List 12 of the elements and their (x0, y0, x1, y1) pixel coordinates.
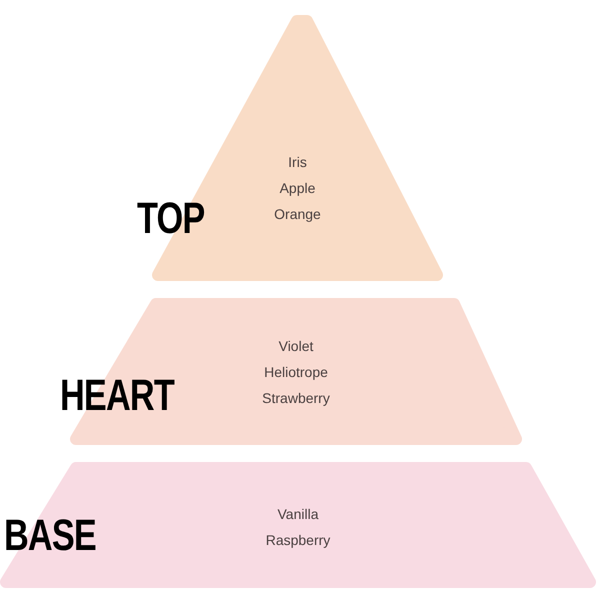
note-text: Iris (288, 153, 307, 172)
note-text: Raspberry (266, 531, 330, 550)
note-text: Orange (274, 205, 321, 224)
note-text: Strawberry (262, 389, 330, 408)
pyramid-tier (0, 462, 596, 588)
tier-heading: TOP (137, 197, 204, 241)
tier-heading: BASE (4, 514, 96, 558)
note-text: Violet (278, 337, 314, 356)
note-text: Vanilla (278, 505, 318, 524)
note-text: Heliotrope (264, 363, 328, 382)
note-text: Apple (280, 179, 316, 198)
tier-heading: HEART (60, 374, 174, 418)
